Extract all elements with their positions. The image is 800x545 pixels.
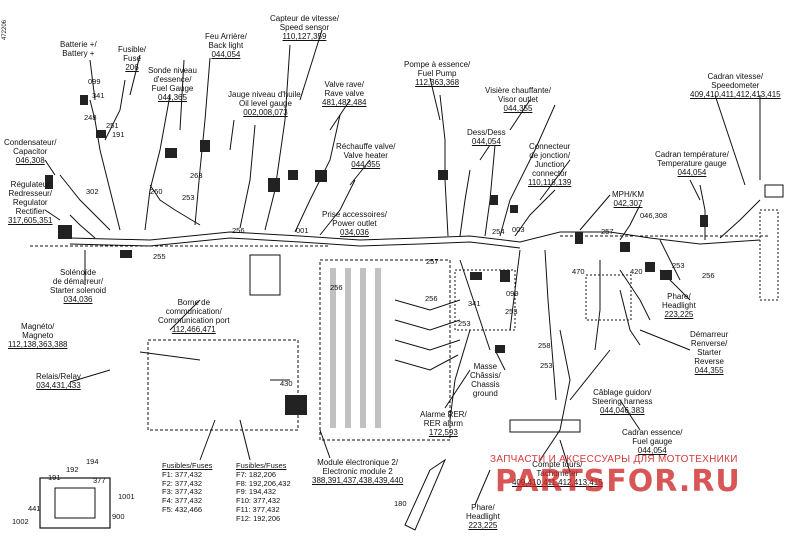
callout: 253 (182, 193, 195, 202)
callout: 099 (506, 289, 519, 298)
fuse-item: F2: 377,432 (162, 478, 203, 488)
fuse-table-left: Fusibles/Fuses F1: 377,432 F2: 377,432 F… (162, 461, 213, 514)
callout: 255 (153, 252, 166, 261)
callout: 260 (150, 187, 163, 196)
callout: 256 (330, 283, 343, 292)
callout: 257 (601, 227, 614, 236)
callout: 191 (48, 473, 61, 482)
callout: 420 (630, 267, 643, 276)
watermark-logo: PARTSFOR.RU (495, 464, 741, 499)
callout: 257 (426, 257, 439, 266)
fuse-item: F11: 377,432 (236, 504, 280, 514)
callout: 441 (28, 504, 41, 513)
callout: 263 (190, 171, 203, 180)
callout: 253 (458, 319, 471, 328)
callout: 248 (84, 113, 97, 122)
fuse-item: F7: 182,206 (236, 469, 277, 479)
callout: 1002 (12, 517, 29, 526)
callout: 003 (512, 225, 525, 234)
callout: 377 (93, 476, 106, 485)
watermark-line1: ЗАПЧАСТИ И АКСЕССУАРЫ ДЛЯ МОТОТЕХНИКИ (490, 454, 738, 465)
callout: 1001 (118, 492, 135, 501)
callout: 251 (106, 121, 119, 130)
callout: 099 (88, 77, 101, 86)
fuse-item: F9: 194,432 (236, 487, 277, 497)
callout: 046,308 (640, 211, 668, 220)
callout: 470 (572, 267, 585, 276)
fuse-item: F1: 377,432 (162, 469, 203, 479)
callout: 192 (66, 465, 79, 474)
callout: 254 (492, 227, 505, 236)
callout: 341 (468, 299, 481, 308)
callout: 253 (505, 307, 518, 316)
callout: 900 (112, 512, 125, 521)
callout: 253 (672, 261, 685, 270)
reference-number: 472206 (2, 19, 8, 40)
callout: 191 (112, 130, 125, 139)
label-module-2: Module électronique 2/Electronic module … (312, 458, 404, 485)
fuse-item: F3: 377,432 (162, 487, 203, 497)
callout: 256 (425, 294, 438, 303)
callout: 341 (92, 91, 105, 100)
callout: 180 (394, 499, 407, 508)
fuse-item: F8: 192,206,432 (236, 478, 291, 488)
callout: 256 (702, 271, 715, 280)
callout: 430 (280, 379, 293, 388)
main-harness (69, 231, 761, 245)
fuse-item: F5: 432,466 (162, 504, 203, 514)
callout: 001 (296, 226, 309, 235)
label-battery: Batterie +/Battery + (60, 40, 97, 58)
callout: 253 (540, 361, 553, 370)
callout: 302 (86, 187, 99, 196)
fuse-item: F4: 377,432 (162, 496, 203, 506)
callout: 258 (538, 341, 551, 350)
callout: 256 (232, 226, 245, 235)
callout: 194 (86, 457, 99, 466)
fuse-item: F12: 192,206 (236, 513, 281, 523)
fuse-table-right: Fusibles/Fuses F7: 182,206 F8: 192,206,4… (236, 461, 291, 523)
fuse-item: F10: 377,432 (236, 496, 281, 506)
